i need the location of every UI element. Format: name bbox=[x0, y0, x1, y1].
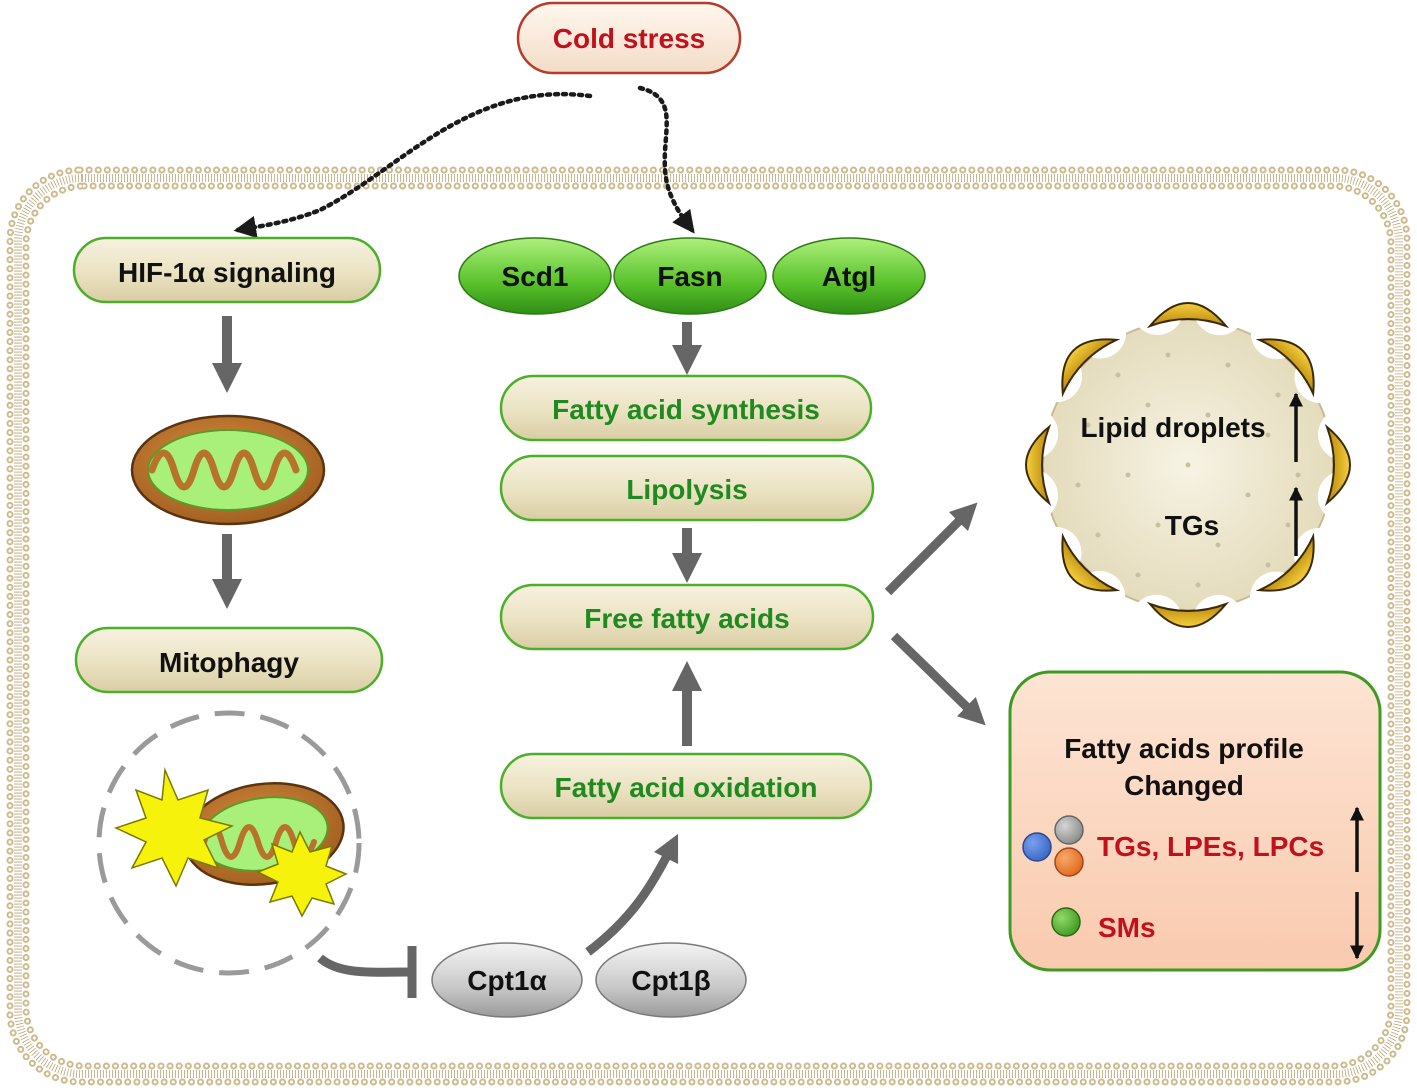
cold-to-hif-arrow bbox=[233, 92, 593, 239]
lipid-droplets-label: Lipid droplets bbox=[1080, 412, 1265, 443]
fatty-acid-profile-box: Fatty acids profile Changed TGs, LPEs, L… bbox=[1008, 670, 1382, 972]
orange-lipid-dot-icon bbox=[1054, 847, 1084, 877]
droplet-coat-protein-icon bbox=[1324, 423, 1351, 507]
decreased-lipids-label: SMs bbox=[1098, 912, 1156, 943]
burst-icon bbox=[113, 767, 235, 888]
burst-icon-small bbox=[256, 830, 348, 918]
mitochondrion-icon bbox=[130, 414, 326, 526]
cpt-to-oxidation-arrow bbox=[585, 833, 679, 956]
droplet-coat-protein-icon bbox=[1061, 338, 1121, 398]
blue-lipid-dot-icon bbox=[1022, 832, 1052, 862]
cold-to-fasn-arrow bbox=[637, 85, 695, 234]
scd1-label: Scd1 bbox=[502, 261, 569, 292]
fatty-acid-oxidation-label: Fatty acid oxidation bbox=[555, 772, 818, 803]
green-lipid-dot-icon bbox=[1051, 907, 1081, 937]
gray-lipid-dot-icon bbox=[1054, 815, 1084, 845]
hif-signaling-node: HIF-1α signaling bbox=[72, 236, 382, 304]
droplet-coat-protein-icon bbox=[1255, 338, 1315, 398]
hif-signaling-label: HIF-1α signaling bbox=[118, 257, 336, 288]
fatty-acid-oxidation-node: Fatty acid oxidation bbox=[499, 752, 873, 820]
ffa-to-droplet-arrow bbox=[884, 502, 978, 596]
atgl-label: Atgl bbox=[822, 261, 876, 292]
tgs-label: TGs bbox=[1165, 510, 1219, 541]
fatty-acid-synthesis-node: Fatty acid synthesis bbox=[499, 374, 873, 442]
cpt1b-label: Cpt1β bbox=[631, 965, 710, 996]
profile-title-line1: Fatty acids profile bbox=[1064, 733, 1304, 764]
cold-stress-label: Cold stress bbox=[553, 23, 706, 54]
droplet-coat-protein-icon bbox=[1025, 423, 1052, 507]
lipolysis-label: Lipolysis bbox=[626, 474, 747, 505]
fatty-acid-synthesis-label: Fatty acid synthesis bbox=[552, 394, 820, 425]
mitophagy-label: Mitophagy bbox=[159, 647, 299, 678]
free-fatty-acids-label: Free fatty acids bbox=[584, 603, 789, 634]
free-fatty-acids-node: Free fatty acids bbox=[499, 583, 875, 651]
atgl-node: Atgl bbox=[772, 237, 926, 315]
lipid-droplet-icon bbox=[1005, 282, 1371, 648]
lipolysis-node: Lipolysis bbox=[499, 454, 875, 522]
fasn-label: Fasn bbox=[657, 261, 722, 292]
cpt1a-node: Cpt1α bbox=[431, 942, 583, 1018]
fasn-node: Fasn bbox=[613, 237, 767, 315]
droplet-coat-protein-icon bbox=[1146, 302, 1230, 329]
damaged-mitochondrion-icon bbox=[96, 710, 362, 976]
profile-title-line2: Changed bbox=[1124, 770, 1244, 801]
cpt1b-node: Cpt1β bbox=[595, 942, 747, 1018]
mitophagy-inhibits-cpt1a bbox=[317, 954, 411, 977]
mitophagy-node: Mitophagy bbox=[74, 626, 384, 694]
droplet-coat-protein-icon bbox=[1255, 532, 1315, 592]
ffa-to-profile-arrow bbox=[890, 632, 986, 726]
droplet-coat-protein-icon bbox=[1146, 601, 1230, 628]
cpt1a-label: Cpt1α bbox=[467, 965, 546, 996]
increased-lipids-label: TGs, LPEs, LPCs bbox=[1097, 831, 1324, 862]
cell-membrane bbox=[6, 166, 1411, 1086]
cold-stress-node: Cold stress bbox=[516, 1, 742, 75]
droplet-coat-protein-icon bbox=[1061, 532, 1121, 592]
scd1-node: Scd1 bbox=[458, 237, 612, 315]
